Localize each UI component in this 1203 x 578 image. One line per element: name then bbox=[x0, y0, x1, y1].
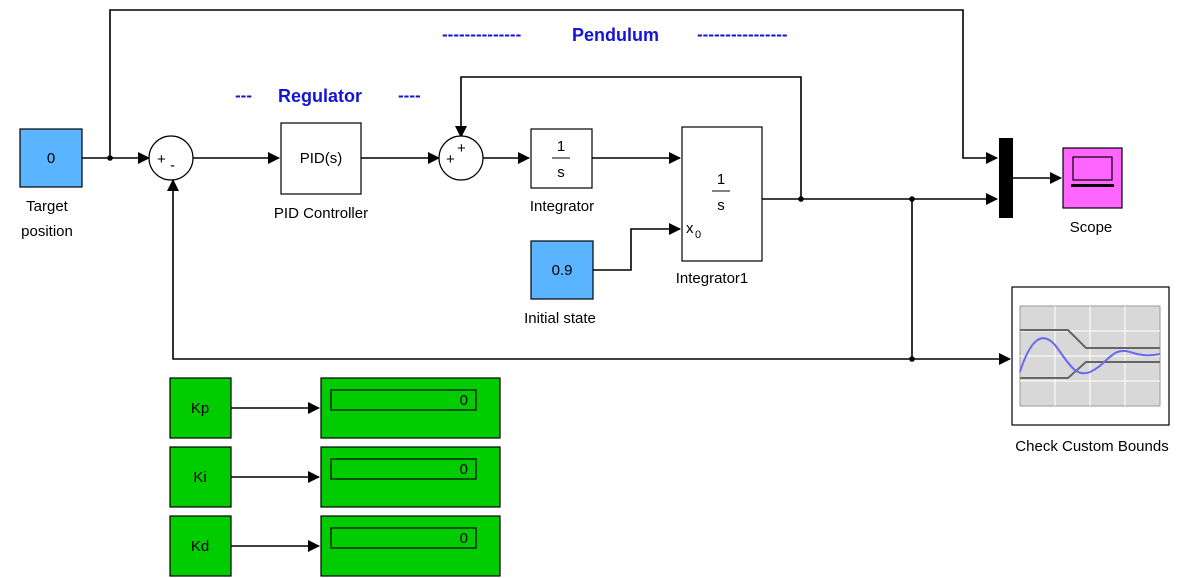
sum2-sign-a: + bbox=[446, 151, 455, 168]
integrator1-box[interactable] bbox=[681, 126, 763, 262]
junction-dot bbox=[107, 155, 113, 161]
target-constant[interactable] bbox=[19, 128, 83, 188]
initial-state-constant[interactable] bbox=[530, 240, 594, 300]
integrator1-num: 1 bbox=[717, 171, 725, 188]
wire-initial-state-to-x0[interactable] bbox=[593, 223, 681, 271]
regulator-annotation: --- Regulator ---- bbox=[235, 86, 421, 106]
sum1-block[interactable]: + - bbox=[148, 135, 194, 181]
pendulum-label: Pendulum bbox=[572, 25, 659, 45]
integrator-num: 1 bbox=[557, 138, 565, 155]
integrator1-den: s bbox=[717, 197, 725, 214]
sum1-sign-b: - bbox=[170, 157, 175, 174]
sum2-circle[interactable] bbox=[438, 135, 484, 181]
scope-label: Scope bbox=[1070, 219, 1113, 236]
junction-dot bbox=[909, 356, 915, 362]
scope-base-icon bbox=[1071, 184, 1114, 187]
ki-constant[interactable] bbox=[169, 446, 232, 508]
wire-target-to-mux[interactable] bbox=[109, 9, 998, 164]
pid-box[interactable] bbox=[280, 122, 362, 195]
wire-feedback-to-sum2[interactable] bbox=[455, 76, 802, 199]
kp-constant[interactable] bbox=[169, 377, 232, 439]
ki-display-field bbox=[330, 458, 477, 480]
sum2-block[interactable]: + + bbox=[438, 135, 484, 181]
integrator1-block[interactable]: 1 s x 0 Integrator1 bbox=[676, 126, 763, 287]
lower-bound-line bbox=[1020, 361, 1160, 379]
kd-display-field bbox=[330, 527, 477, 549]
target-value: 0 bbox=[47, 150, 55, 167]
integrator1-x0-subscript: 0 bbox=[695, 229, 701, 241]
sum1-circle[interactable] bbox=[148, 135, 194, 181]
integrator-label: Integrator bbox=[530, 198, 594, 215]
kp-label: Kp bbox=[191, 400, 209, 417]
regulator-dashes-right: ---- bbox=[398, 86, 421, 105]
response-signal-line bbox=[1019, 337, 1161, 375]
integrator1-label: Integrator1 bbox=[676, 270, 749, 287]
gain-kp-row: Kp 0 bbox=[169, 377, 501, 439]
pendulum-dashes-right: ---------------- bbox=[697, 25, 788, 44]
junction-dot bbox=[909, 196, 915, 202]
kp-display-value: 0 bbox=[460, 392, 468, 409]
integrator-den: s bbox=[557, 164, 565, 181]
initial-state-value: 0.9 bbox=[552, 262, 573, 279]
kd-constant[interactable] bbox=[169, 515, 232, 577]
kp-display-field bbox=[330, 389, 477, 411]
target-label-line2: position bbox=[21, 223, 73, 240]
pendulum-dashes-left: -------------- bbox=[442, 25, 521, 44]
pid-text: PID(s) bbox=[300, 150, 343, 167]
sum2-sign-b: + bbox=[457, 140, 466, 157]
target-position-block[interactable]: 0 Target position bbox=[19, 128, 83, 240]
pid-controller-block[interactable]: PID(s) PID Controller bbox=[274, 122, 368, 222]
pendulum-annotation: -------------- Pendulum ---------------- bbox=[442, 25, 788, 45]
mux-block[interactable] bbox=[999, 138, 1013, 218]
pid-label: PID Controller bbox=[274, 205, 368, 222]
initial-state-block[interactable]: 0.9 Initial state bbox=[524, 240, 596, 327]
target-label-line1: Target bbox=[26, 198, 69, 215]
sum1-sign-a: + bbox=[157, 151, 166, 168]
gain-ki-row: Ki 0 bbox=[169, 446, 501, 508]
check-bounds-block[interactable]: Check Custom Bounds bbox=[1011, 286, 1170, 455]
ki-display-value: 0 bbox=[460, 461, 468, 478]
scope-screen-icon bbox=[1072, 156, 1113, 181]
wire-to-check-bounds[interactable] bbox=[911, 199, 1011, 365]
integrator1-x0: x bbox=[686, 220, 694, 237]
regulator-dashes-left: --- bbox=[235, 86, 252, 105]
kd-label: Kd bbox=[191, 538, 209, 555]
check-bounds-label: Check Custom Bounds bbox=[1015, 438, 1168, 455]
signal-wires bbox=[82, 9, 1062, 552]
integrator-block[interactable]: 1 s Integrator bbox=[530, 128, 594, 215]
scope-block[interactable]: Scope bbox=[1062, 147, 1123, 236]
wire-feedback-to-sum1[interactable] bbox=[167, 179, 912, 360]
initial-state-label: Initial state bbox=[524, 310, 596, 327]
kd-display-value: 0 bbox=[460, 530, 468, 547]
gain-kd-row: Kd 0 bbox=[169, 515, 501, 577]
upper-bound-line bbox=[1020, 329, 1160, 349]
regulator-label: Regulator bbox=[278, 86, 362, 106]
junction-dot bbox=[798, 196, 804, 202]
ki-label: Ki bbox=[193, 469, 206, 486]
